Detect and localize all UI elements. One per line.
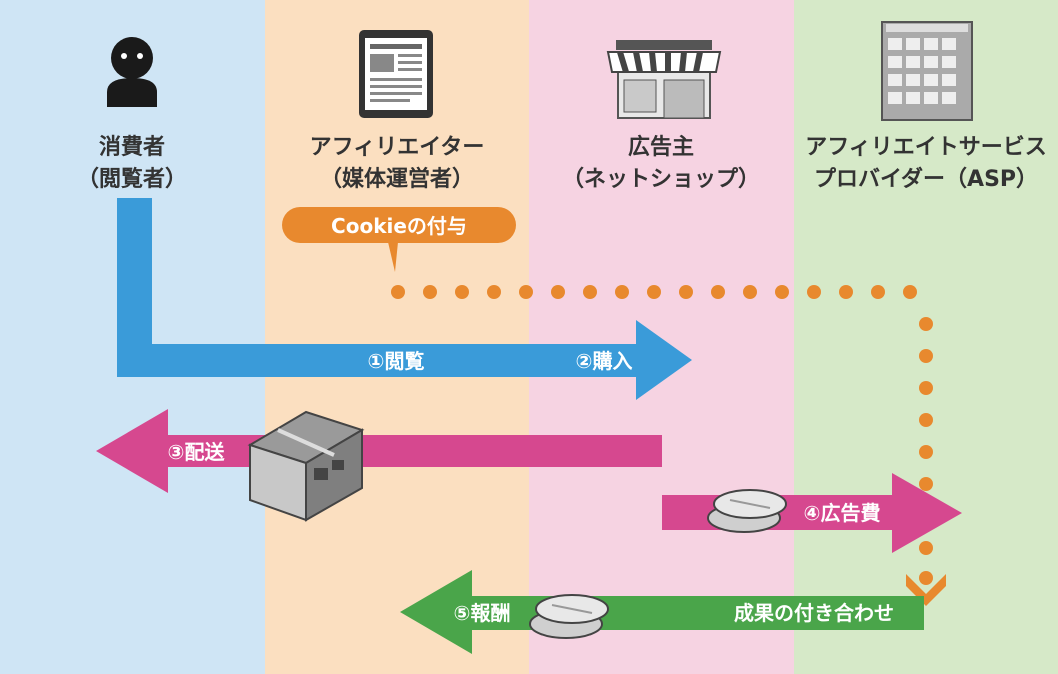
reward-coins-icon [529, 594, 609, 639]
cookie-label: Cookieの付与 [331, 214, 467, 238]
tablet-icon [359, 30, 433, 118]
affiliate-label-line1: アフィリエイター [310, 135, 485, 160]
chevron-down-icon [906, 574, 946, 606]
cookie-dotted-path [391, 285, 933, 585]
building-icon [881, 21, 973, 121]
cookie-callout: Cookieの付与 [282, 207, 516, 272]
delivery-label: ③配送 [168, 440, 226, 464]
consumer-label-line2: （閲覧者） [77, 166, 187, 192]
person-icon [107, 37, 157, 107]
coins-icon [707, 489, 787, 533]
shop-icon [606, 40, 722, 119]
reward-label: ⑤報酬 [454, 601, 511, 625]
matching-label: 成果の付き合わせ [734, 601, 894, 625]
ad-fee-label: ④広告費 [804, 501, 881, 525]
asp-label-line1: アフィリエイトサービス [805, 135, 1047, 160]
consumer-label-line1: 消費者 [99, 135, 165, 160]
view-purchase-arrow [117, 198, 692, 400]
reward-arrow [400, 570, 924, 654]
advertiser-label-line2: （ネットショップ） [562, 167, 760, 192]
affiliate-label-line2: （媒体運営者） [320, 166, 474, 192]
asp-label-line2: プロバイダー（ASP） [814, 166, 1038, 192]
advertiser-label-line1: 広告主 [628, 134, 694, 160]
delivery-arrow [96, 409, 662, 493]
purchase-label: ②購入 [576, 349, 633, 373]
view-label: ①閲覧 [368, 349, 425, 373]
ad-fee-arrow [662, 473, 962, 553]
package-icon [247, 410, 365, 522]
